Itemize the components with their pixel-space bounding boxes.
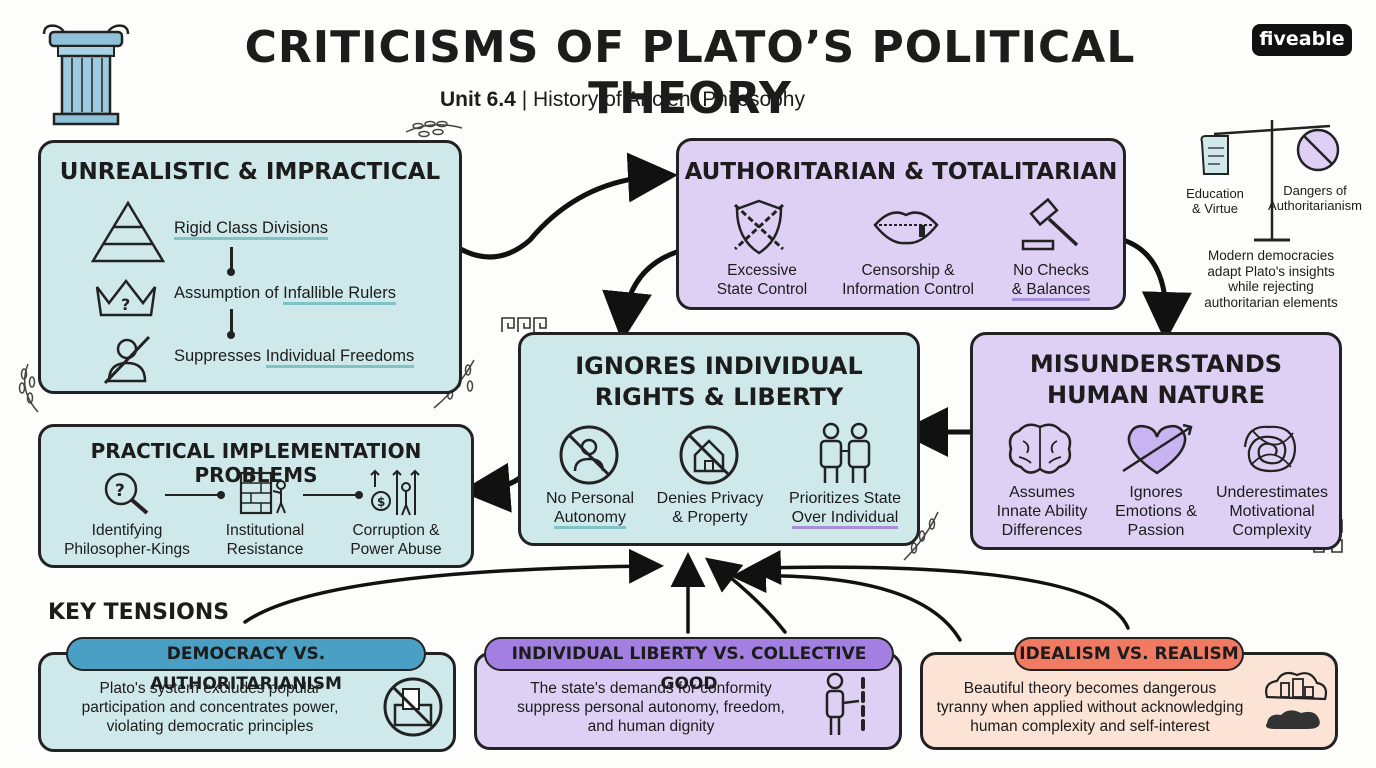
education-virtue-label: Education& Virtue xyxy=(1186,186,1244,216)
heart-arrow-icon xyxy=(1122,423,1193,475)
tension-idealism-pill: IDEALISM VS. REALISM xyxy=(1014,637,1244,671)
item-infallible-rulers: Assumption of Infallible Rulers xyxy=(174,284,396,305)
key-tensions-heading: KEY TENSIONS xyxy=(48,600,230,625)
practical-box: PRACTICAL IMPLEMENTATION PROBLEMS ? $ Id… xyxy=(38,424,474,568)
item-suppresses-freedoms: Suppresses Individual Freedoms xyxy=(174,347,415,368)
no-house-icon xyxy=(679,425,739,485)
tension-democracy-pill: DEMOCRACY VS. AUTHORITARIANISM xyxy=(66,637,426,694)
ionic-column-icon xyxy=(42,24,130,126)
svg-text:?: ? xyxy=(115,481,125,501)
laurel-icon xyxy=(405,120,463,138)
cloud-city-icon xyxy=(1265,671,1328,729)
crossed-person-icon xyxy=(103,335,151,385)
unrealistic-box: UNREALISTIC & IMPRACTICAL ? Rigid Class … xyxy=(38,140,462,394)
laurel-icon xyxy=(18,363,39,413)
brain-icon xyxy=(1008,423,1072,474)
page-title: CRITICISMS OF PLATO’S POLITICAL THEORY xyxy=(244,22,1136,124)
no-ballot-icon xyxy=(383,677,443,737)
tension-liberty-pill: INDIVIDUAL LIBERTY VS. COLLECTIVE GOOD xyxy=(484,637,894,694)
subtitle-separator: | xyxy=(521,88,528,111)
item-rigid-class: Rigid Class Divisions xyxy=(174,219,329,240)
pyramid-icon xyxy=(90,200,166,263)
svg-text:$: $ xyxy=(377,495,385,509)
authoritarian-title: AUTHORITARIAN & TOTALITARIAN xyxy=(684,159,1118,185)
chained-shield-icon xyxy=(733,199,785,255)
item-censorship: Censorship &Information Control xyxy=(842,262,974,298)
brand-logo: fiveable xyxy=(1252,24,1352,56)
gavel-icon xyxy=(1021,197,1079,251)
tangle-icon xyxy=(1243,425,1297,473)
svg-text:?: ? xyxy=(121,295,130,314)
subtitle: Unit 6.4 | History of Ancient Philosophy xyxy=(440,88,940,112)
item-denies-privacy: Denies Privacy& Property xyxy=(656,490,764,526)
item-no-checks: No Checks& Balances xyxy=(983,261,1119,301)
greek-key-icon xyxy=(501,317,547,332)
unit-label: Unit 6.4 xyxy=(440,88,516,111)
item-corruption: Corruption &Power Abuse xyxy=(350,522,442,558)
balance-scale-icon xyxy=(1200,120,1340,242)
crown-question-icon: ? xyxy=(95,278,157,317)
course-name: History of Ancient Philosophy xyxy=(533,88,805,111)
tension-democracy-text: Plato's system excludes popularparticipa… xyxy=(81,680,339,735)
money-power-icon: $ xyxy=(370,469,420,516)
chained-person-icon xyxy=(825,672,865,735)
laurel-icon xyxy=(903,511,939,561)
brick-wall-icon xyxy=(239,471,286,515)
magnifier-question-icon: ? xyxy=(104,472,149,515)
unrealistic-title: UNREALISTIC & IMPRACTICAL xyxy=(59,159,441,185)
state-over-individual-icon xyxy=(819,422,871,483)
zipped-mouth-icon xyxy=(873,211,939,245)
no-person-icon xyxy=(559,425,619,485)
